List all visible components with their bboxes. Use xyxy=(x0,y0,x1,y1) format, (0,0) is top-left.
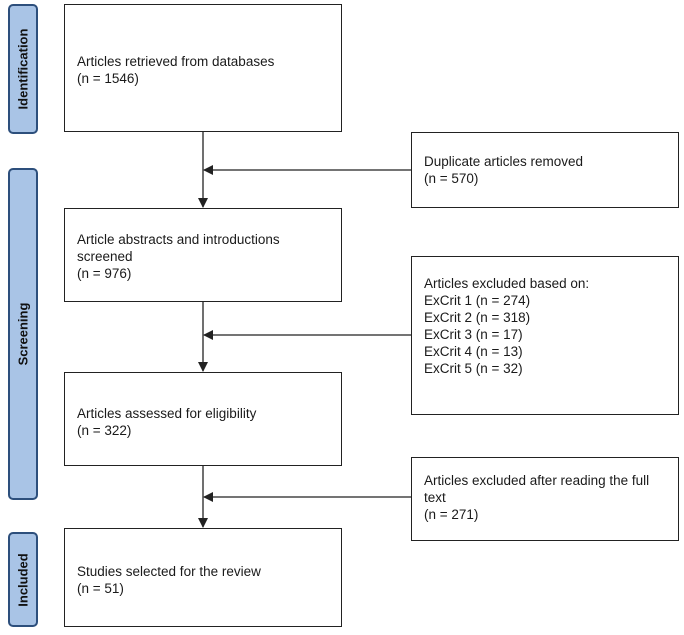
box-studies-included: Studies selected for the review (n = 51) xyxy=(64,528,342,627)
duplicates-count: (n = 570) xyxy=(424,171,479,186)
screened-title: Article abstracts and introductions scre… xyxy=(77,232,280,264)
assessed-title: Articles assessed for eligibility xyxy=(77,406,257,421)
phase-label-identification: Identification xyxy=(8,4,38,134)
phase-label-included: Included xyxy=(8,532,38,627)
box-abstracts-screened: Article abstracts and introductions scre… xyxy=(64,208,342,302)
criteria-item: ExCrit 3 (n = 17) xyxy=(424,327,523,342)
criteria-title: Articles excluded based on: xyxy=(424,276,590,291)
screened-count: (n = 976) xyxy=(77,266,132,281)
box-assessed-eligibility: Articles assessed for eligibility (n = 3… xyxy=(64,372,342,466)
fulltext-title: Articles excluded after reading the full… xyxy=(424,473,650,505)
duplicates-title: Duplicate articles removed xyxy=(424,154,584,169)
criteria-item: ExCrit 2 (n = 318) xyxy=(424,310,531,325)
box-articles-retrieved: Articles retrieved from databases (n = 1… xyxy=(64,4,342,132)
included-count: (n = 51) xyxy=(77,581,124,596)
assessed-count: (n = 322) xyxy=(77,423,132,438)
criteria-item: ExCrit 1 (n = 274) xyxy=(424,293,531,308)
included-title: Studies selected for the review xyxy=(77,564,261,579)
criteria-item: ExCrit 5 (n = 32) xyxy=(424,361,523,376)
retrieved-title: Articles retrieved from databases xyxy=(77,54,275,69)
fulltext-count: (n = 271) xyxy=(424,507,479,522)
criteria-item: ExCrit 4 (n = 13) xyxy=(424,344,523,359)
retrieved-count: (n = 1546) xyxy=(77,71,139,86)
box-exclusion-criteria: Articles excluded based on: ExCrit 1 (n … xyxy=(411,256,679,415)
box-fulltext-excluded: Articles excluded after reading the full… xyxy=(411,457,679,541)
box-duplicates-removed: Duplicate articles removed (n = 570) xyxy=(411,132,679,208)
phase-label-screening: Screening xyxy=(8,168,38,500)
